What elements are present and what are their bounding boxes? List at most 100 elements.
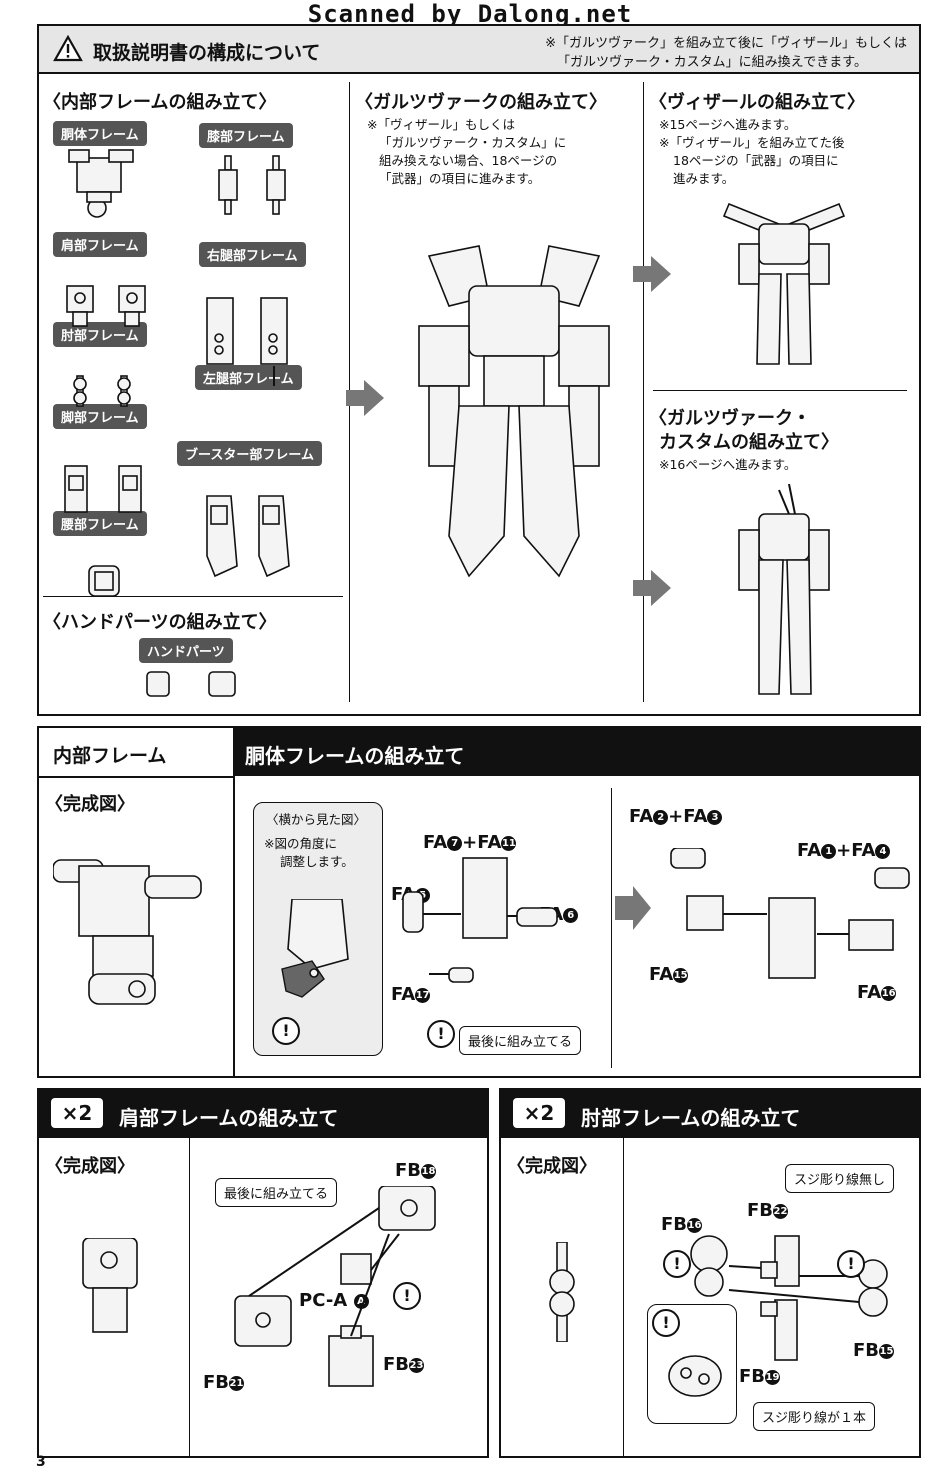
page-number: 3 [36, 1454, 46, 1470]
part-fb18: FB18 [395, 1160, 437, 1181]
garzvark-title: 〈ガルツヴァークの組み立て〉 [355, 92, 607, 113]
torso-complete-illustration [53, 859, 202, 1005]
garzvark-note-1: ※「ヴィザール」もしくは [367, 117, 515, 132]
part-number: 11 [501, 835, 517, 851]
custom-title-1: 〈ガルツヴァーク・ [649, 408, 811, 429]
shoulder-frame-title: 肩部フレームの組み立て [119, 1106, 339, 1130]
part-prefix: FB [395, 1160, 422, 1181]
part-number: 15 [879, 1343, 895, 1359]
detail-inset-box: ! [647, 1304, 737, 1424]
torso-complete-label: 〈完成図〉 [45, 794, 135, 815]
part-prefix: FB [853, 1340, 880, 1361]
inner-frame-parts-illustration [64, 149, 290, 597]
scanner-watermark: Scanned by Dalong.net [307, 0, 633, 28]
part-label-left-thigh-frame: 左腿部フレーム [195, 365, 302, 390]
side-view-title: 〈横から見た図〉 [266, 812, 367, 827]
garzvark-robot-illustration [418, 245, 610, 578]
torso-frame-header: 胴体フレームの組み立て [235, 728, 919, 776]
part-plus: +FA [668, 806, 708, 827]
vizar-note-1: ※15ページへ進みます。 [659, 117, 797, 132]
inner-frame-section-label: 内部フレーム [53, 745, 167, 767]
torso-column-divider [233, 776, 235, 1076]
part-number: 22 [773, 1203, 789, 1219]
part-fb15: FB15 [853, 1340, 895, 1361]
part-label-waist-frame: 腰部フレーム [53, 511, 147, 536]
part-number: 2 [653, 809, 669, 825]
part-prefix: FB [747, 1200, 774, 1221]
elbow-column-divider [623, 1138, 624, 1456]
shoulder-column-divider [189, 1138, 190, 1456]
detail-inset-illustration [668, 1355, 722, 1397]
vizar-robot-illustration [722, 202, 846, 365]
part-fa15: FA15 [649, 964, 689, 985]
part-prefix: FB [739, 1366, 766, 1387]
elbow-complete-illustration [549, 1242, 575, 1342]
part-number: 7 [447, 835, 463, 851]
part-fb23: FB23 [383, 1354, 425, 1375]
part-prefix: FA [649, 964, 674, 985]
vizar-note-3: 18ページの「武器」の項目に [673, 153, 839, 168]
hand-parts-title: 〈ハンドパーツの組み立て〉 [43, 612, 277, 633]
part-label-booster-frame: ブースター部フレーム [177, 441, 322, 466]
part-number: 16 [687, 1217, 703, 1233]
part-number: 19 [765, 1369, 781, 1385]
part-prefix: PC-A [299, 1290, 348, 1311]
side-view-box: 〈横から見た図〉 ※図の角度に 調整します。 ! [253, 802, 383, 1056]
shoulder-frame-header: ×2 肩部フレームの組み立て [39, 1090, 487, 1138]
elbow-complete-label: 〈完成図〉 [507, 1156, 597, 1177]
manual-structure-panel: 取扱説明書の構成について ※「ガルツヴァーク」を組み立て後に「ヴィザール」もしく… [37, 24, 921, 716]
part-label-hand-parts: ハンドパーツ [139, 638, 233, 663]
warning-icon-side-view: ! [272, 1017, 300, 1045]
part-label-shoulder-frame: 肩部フレーム [53, 232, 147, 257]
part-fb22: FB22 [747, 1200, 789, 1221]
part-number: 1 [821, 843, 837, 859]
part-label-knee-frame: 膝部フレーム [199, 123, 293, 148]
elbow-multiplier-badge: ×2 [513, 1098, 565, 1128]
custom-title-2: カスタムの組み立て〉 [659, 432, 839, 453]
part-fa17: FA17 [391, 984, 431, 1005]
torso-assembly-illustration [402, 848, 910, 983]
vizar-note-4: 進みます。 [673, 171, 735, 186]
part-prefix: FA [391, 984, 416, 1005]
part-number: 4 [875, 843, 891, 859]
elbow-assembly-illustration [690, 1235, 888, 1361]
custom-note: ※16ページへ進みます。 [659, 457, 797, 472]
assemble-last-callout-torso: 最後に組み立てる [459, 1026, 582, 1055]
garzvark-note-2: 「ガルツヴァーク・カスタム」に [379, 135, 567, 150]
part-fb19: FB19 [739, 1366, 781, 1387]
part-number: 15 [673, 967, 689, 983]
garzvark-note-3: 組み換えない場合、18ページの [379, 153, 558, 168]
part-fb16: FB16 [661, 1214, 703, 1235]
column-divider-2 [643, 82, 644, 702]
part-label-leg-frame: 脚部フレーム [53, 404, 147, 429]
vizar-divider [653, 390, 907, 391]
part-prefix: FA [857, 982, 882, 1003]
part-prefix: FA [423, 832, 448, 853]
inner-frame-title: 〈内部フレームの組み立て〉 [43, 92, 277, 113]
part-number: 18 [421, 1163, 437, 1179]
part-plus: +FA [836, 840, 876, 861]
vizar-title: 〈ヴィザールの組み立て〉 [649, 92, 865, 113]
regroup-note-1: ※「ガルツヴァーク」を組み立て後に「ヴィザール」もしくは [545, 36, 907, 51]
part-number: 21 [229, 1375, 245, 1391]
panel-header: 取扱説明書の構成について ※「ガルツヴァーク」を組み立て後に「ヴィザール」もしく… [39, 26, 919, 74]
part-prefix: FA [629, 806, 654, 827]
garzvark-note-4: 「武器」の項目に進みます。 [379, 171, 541, 186]
hand-parts-illustration [146, 671, 236, 697]
one-line-callout: スジ彫り線が１本 [753, 1402, 876, 1431]
side-view-note-2: 調整します。 [280, 854, 354, 869]
shoulder-assembly-illustration [234, 1186, 436, 1387]
part-prefix: FA [797, 840, 822, 861]
torso-frame-title: 胴体フレームの組み立て [245, 744, 465, 768]
elbow-frame-header: ×2 肘部フレームの組み立て [501, 1090, 919, 1138]
part-plus: +FA [462, 832, 502, 853]
part-label-torso-frame: 胴体フレーム [53, 121, 147, 146]
warning-icon-pc-a: ! [393, 1282, 421, 1310]
warning-icon-fb16: ! [663, 1250, 691, 1278]
warning-triangle-icon [53, 35, 83, 62]
part-number: 23 [409, 1357, 425, 1373]
shoulder-complete-illustration [82, 1238, 138, 1333]
